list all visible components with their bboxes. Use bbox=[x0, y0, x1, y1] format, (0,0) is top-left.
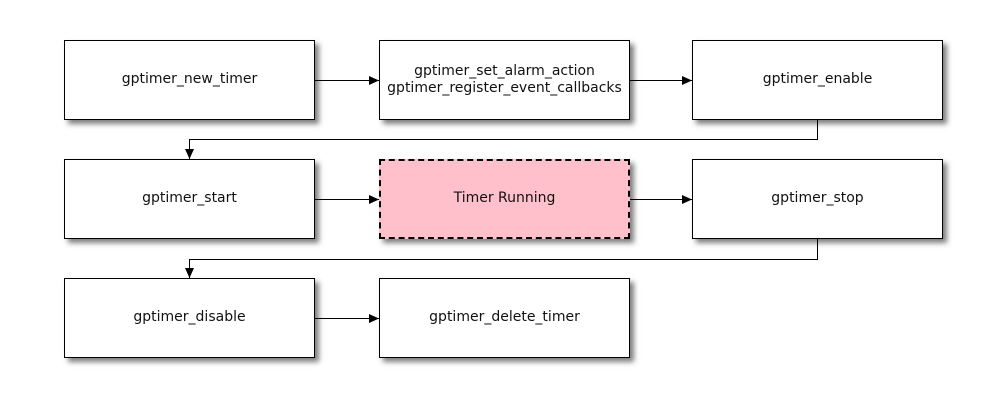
node-gptimer-delete-timer-label: gptimer_delete_timer bbox=[429, 309, 580, 326]
node-gptimer-disable: gptimer_disable bbox=[64, 278, 315, 358]
node-gptimer-config: gptimer_set_alarm_action gptimer_registe… bbox=[379, 40, 630, 120]
node-gptimer-stop-label: gptimer_stop bbox=[771, 190, 864, 207]
edge-enable-to-start bbox=[185, 120, 818, 159]
node-gptimer-new-timer: gptimer_new_timer bbox=[64, 40, 315, 120]
node-gptimer-new-timer-label: gptimer_new_timer bbox=[121, 71, 258, 88]
node-timer-running: Timer Running bbox=[379, 159, 630, 239]
node-gptimer-disable-label: gptimer_disable bbox=[133, 309, 246, 326]
node-gptimer-enable: gptimer_enable bbox=[692, 40, 943, 120]
node-timer-running-label: Timer Running bbox=[453, 190, 556, 207]
node-gptimer-config-label: gptimer_set_alarm_action gptimer_registe… bbox=[387, 62, 622, 97]
node-gptimer-delete-timer: gptimer_delete_timer bbox=[379, 278, 630, 358]
node-gptimer-start: gptimer_start bbox=[64, 159, 315, 239]
node-gptimer-enable-label: gptimer_enable bbox=[762, 71, 873, 88]
node-gptimer-stop: gptimer_stop bbox=[692, 159, 943, 239]
node-gptimer-start-label: gptimer_start bbox=[142, 190, 237, 207]
edge-stop-to-disable bbox=[185, 239, 818, 278]
